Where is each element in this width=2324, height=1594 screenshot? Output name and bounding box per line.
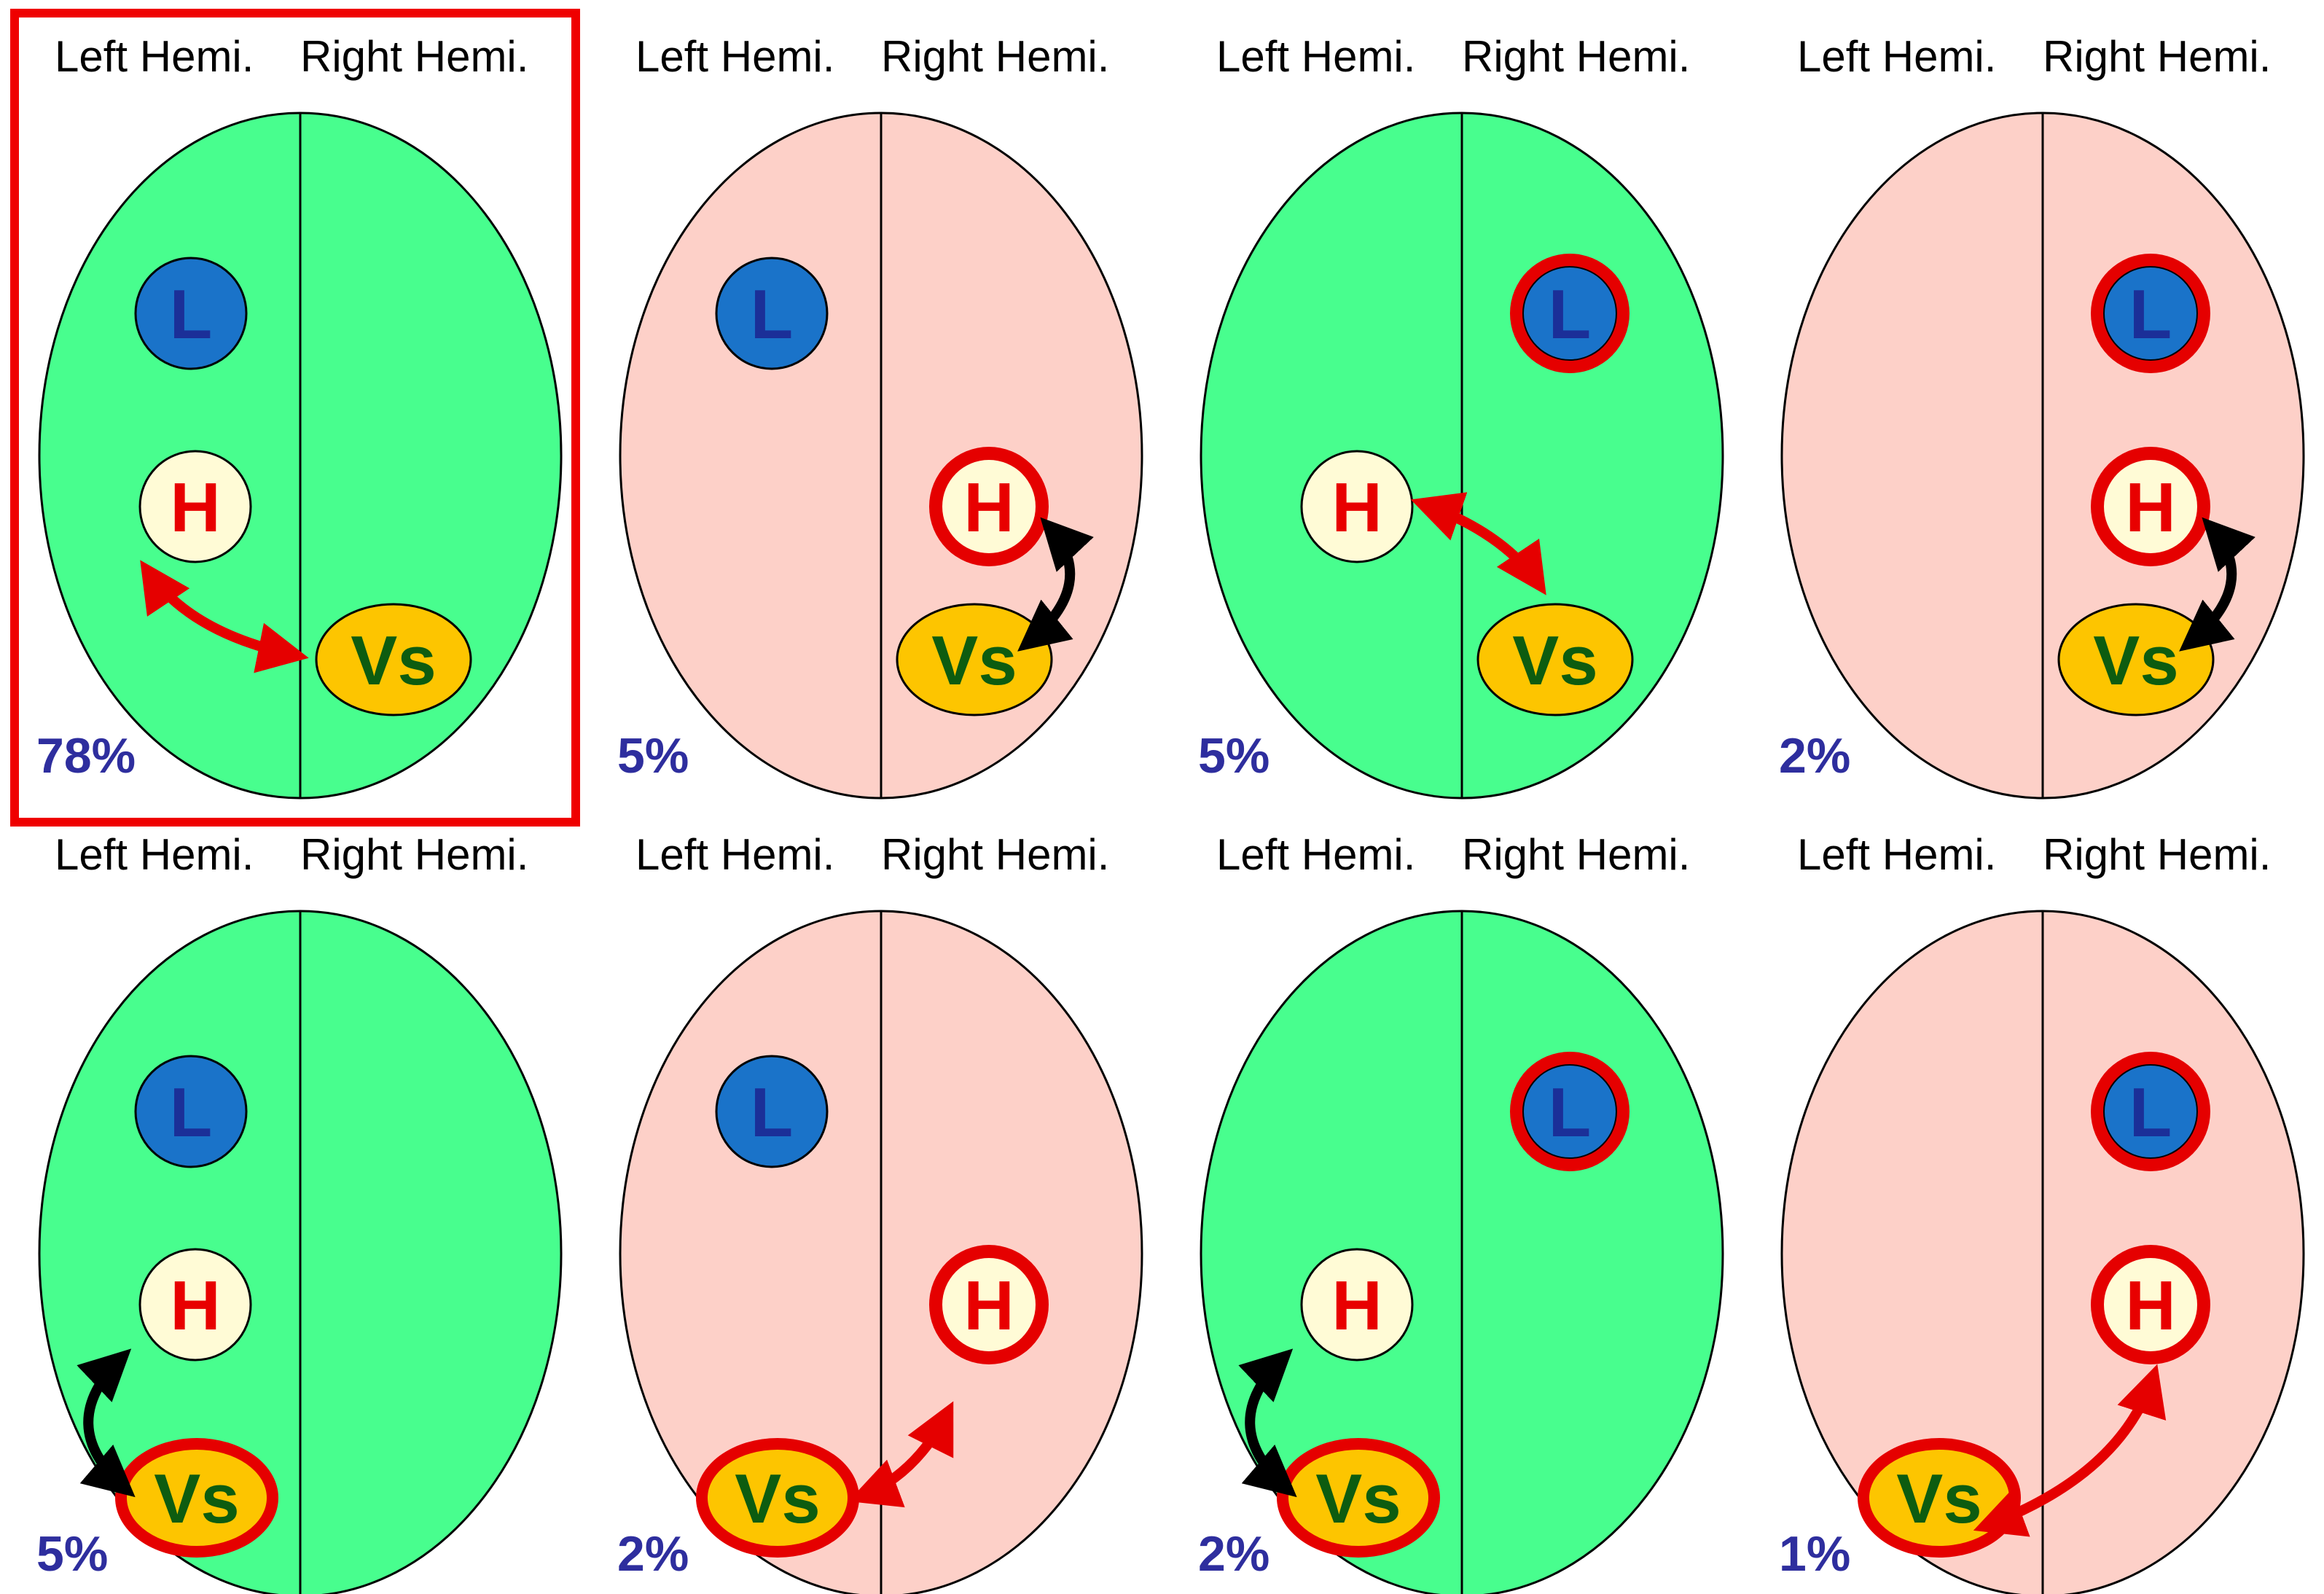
vision-node: Vs — [1858, 1438, 2021, 1558]
panel-6: Left Hemi. Right Hemi. L H Vs 2% — [617, 830, 1143, 1594]
language-node-label: L — [2129, 1074, 2172, 1152]
percentage-label: 5% — [1198, 728, 1269, 784]
hearing-node: H — [929, 447, 1049, 566]
vision-node-label: Vs — [1512, 622, 1597, 700]
left-hemisphere-label: Left Hemi. — [1797, 830, 1996, 879]
vision-node: Vs — [896, 603, 1053, 716]
percentage-label: 2% — [617, 1526, 689, 1582]
hearing-node-label: H — [963, 1267, 1014, 1345]
panels-layer: Left Hemi. Right Hemi. L H Vs 78% Left Hemi. Ri… — [36, 32, 2305, 1594]
language-node-label: L — [170, 276, 213, 353]
left-hemisphere-label: Left Hemi. — [1216, 830, 1415, 879]
language-node: L — [715, 1055, 829, 1168]
percentage-label: 5% — [617, 728, 689, 784]
language-node: L — [2091, 1052, 2210, 1171]
language-node: L — [715, 257, 829, 370]
interhemispheric-connection-arrow — [1410, 492, 1546, 595]
hearing-node: H — [138, 1248, 252, 1361]
right-hemisphere-label: Right Hemi. — [300, 32, 528, 81]
vision-node-label: Vs — [351, 622, 436, 700]
left-hemisphere-label: Left Hemi. — [1797, 32, 1996, 81]
hearing-node: H — [1300, 450, 1414, 563]
panel-7: Left Hemi. Right Hemi. L H Vs 2% — [1198, 830, 1724, 1594]
left-hemisphere-label: Left Hemi. — [55, 32, 254, 81]
language-node: L — [1510, 1052, 1629, 1171]
hearing-node: H — [138, 450, 252, 563]
vision-node: Vs — [115, 1438, 278, 1558]
percentage-label: 78% — [36, 728, 136, 784]
language-node-label: L — [1549, 276, 1592, 353]
hearing-node-label: H — [2125, 469, 2175, 547]
left-hemisphere-label: Left Hemi. — [635, 32, 834, 81]
interhemispheric-connection-arrow — [1973, 1364, 2167, 1537]
intrahemispheric-connection-arrow — [1238, 1348, 1297, 1498]
language-node-label: L — [751, 1074, 794, 1152]
hearing-node: H — [1300, 1248, 1414, 1361]
percentage-label: 2% — [1779, 728, 1850, 784]
percentage-label: 1% — [1779, 1526, 1850, 1582]
interhemispheric-connection-arrow — [140, 560, 309, 673]
vision-node-label: Vs — [735, 1460, 820, 1538]
language-node-label: L — [2129, 276, 2172, 353]
vision-node-label: Vs — [931, 622, 1017, 700]
hearing-node-label: H — [1331, 469, 1382, 547]
language-node-label: L — [751, 276, 794, 353]
hearing-node-label: H — [170, 469, 220, 547]
right-hemisphere-label: Right Hemi. — [881, 830, 1109, 879]
vision-node-label: Vs — [1315, 1460, 1401, 1538]
vision-node-label: Vs — [2093, 622, 2178, 700]
language-node-label: L — [170, 1074, 213, 1152]
hearing-node: H — [2091, 447, 2210, 566]
left-hemisphere-label: Left Hemi. — [55, 830, 254, 879]
percentage-label: 5% — [36, 1526, 108, 1582]
selection-frame — [10, 9, 580, 827]
right-hemisphere-label: Right Hemi. — [881, 32, 1109, 81]
intrahemispheric-connection-arrow — [77, 1348, 136, 1498]
right-hemisphere-label: Right Hemi. — [1462, 32, 1690, 81]
language-node: L — [134, 257, 248, 370]
right-hemisphere-label: Right Hemi. — [2043, 830, 2271, 879]
vision-node: Vs — [315, 603, 472, 716]
intrahemispheric-connection-arrow — [2179, 517, 2255, 652]
frame-layer — [10, 9, 580, 827]
vision-node-label: Vs — [154, 1460, 239, 1538]
interhemispheric-connection-arrow — [848, 1401, 954, 1508]
vision-node: Vs — [1277, 1438, 1440, 1558]
vision-node-label: Vs — [1896, 1460, 1981, 1538]
language-node: L — [2091, 254, 2210, 373]
intrahemispheric-connection-arrow — [1017, 517, 1094, 652]
hearing-node: H — [929, 1245, 1049, 1364]
hearing-node-label: H — [1331, 1267, 1382, 1345]
panel-8: Left Hemi. Right Hemi. L H Vs 1% — [1779, 830, 2305, 1594]
right-hemisphere-label: Right Hemi. — [300, 830, 528, 879]
language-node: L — [134, 1055, 248, 1168]
language-node: L — [1510, 254, 1629, 373]
right-hemisphere-label: Right Hemi. — [1462, 830, 1690, 879]
right-hemisphere-label: Right Hemi. — [2043, 32, 2271, 81]
left-hemisphere-label: Left Hemi. — [1216, 32, 1415, 81]
hearing-node: H — [2091, 1245, 2210, 1364]
panel-5: Left Hemi. Right Hemi. L H Vs 5% — [36, 830, 563, 1594]
language-node-label: L — [1549, 1074, 1592, 1152]
vision-node: Vs — [696, 1438, 859, 1558]
vision-node: Vs — [1476, 603, 1634, 716]
percentage-label: 2% — [1198, 1526, 1269, 1582]
hearing-node-label: H — [963, 469, 1014, 547]
left-hemisphere-label: Left Hemi. — [635, 830, 834, 879]
panel-2: Left Hemi. Right Hemi. L H Vs 5% — [617, 32, 1143, 800]
panel-3: Left Hemi. Right Hemi. L H Vs 5% — [1198, 32, 1724, 800]
panel-1: Left Hemi. Right Hemi. L H Vs 78% — [36, 32, 563, 800]
hearing-node-label: H — [2125, 1267, 2175, 1345]
vision-node: Vs — [2057, 603, 2215, 716]
hearing-node-label: H — [170, 1267, 220, 1345]
panel-4: Left Hemi. Right Hemi. L H Vs 2% — [1779, 32, 2305, 800]
